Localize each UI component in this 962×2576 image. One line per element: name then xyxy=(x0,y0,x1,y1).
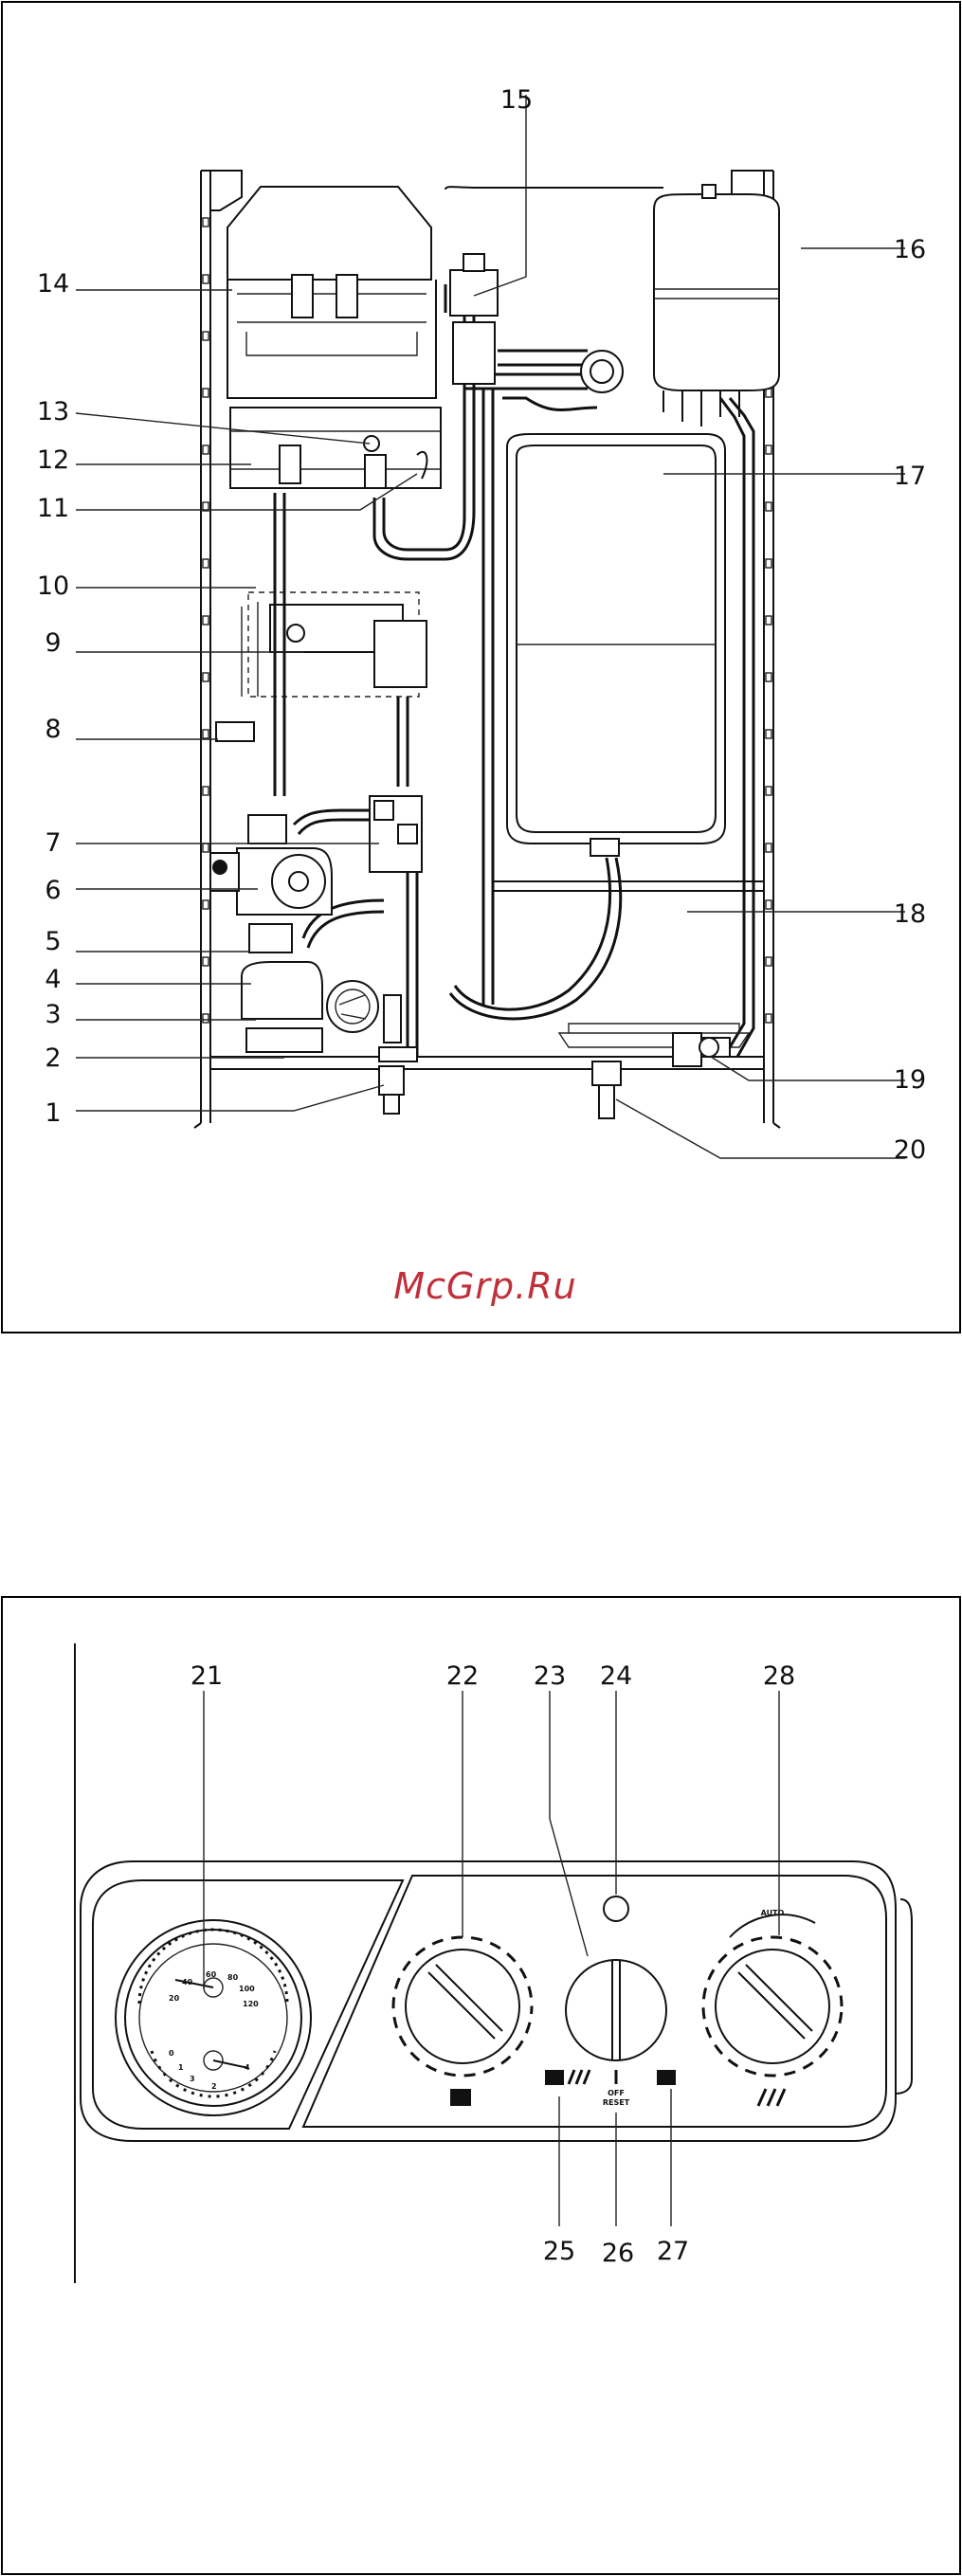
flue-hood xyxy=(227,187,436,398)
callout-4: 4 xyxy=(45,965,61,994)
boiler-internals-drawing: 1 2 3 4 5 6 7 8 9 10 11 12 13 14 15 16 1… xyxy=(0,0,962,1336)
watermark: McGrp.Ru xyxy=(393,1265,576,1307)
pressure-manifold xyxy=(242,924,417,1061)
callout-23: 23 xyxy=(534,1661,566,1691)
callout-12: 12 xyxy=(37,445,69,475)
pres-tick-2: 2 xyxy=(211,2082,217,2091)
reset-label: RESET xyxy=(603,2098,630,2107)
callout-20: 20 xyxy=(894,1135,926,1165)
callout-15: 15 xyxy=(500,85,533,115)
temp-tick-20: 20 xyxy=(169,1994,180,2003)
control-panel-drawing: 20 40 60 80 100 120 0 1 2 3 4 OFF RESET … xyxy=(0,1596,962,2572)
temp-tick-40: 40 xyxy=(182,1978,193,1986)
drain-valve xyxy=(673,1033,730,1066)
callout-24: 24 xyxy=(600,1661,632,1691)
temp-tick-120: 120 xyxy=(243,2000,259,2008)
circulation-pump xyxy=(210,796,422,915)
callout-8: 8 xyxy=(45,715,61,744)
summer-tap-icon xyxy=(545,2070,564,2085)
pres-tick-1: 1 xyxy=(178,2063,184,2072)
temp-tick-100: 100 xyxy=(239,1985,255,1993)
callout-3: 3 xyxy=(45,1000,61,1029)
callout-28: 28 xyxy=(763,1661,795,1691)
gas-inlet xyxy=(592,1061,621,1118)
callout-16: 16 xyxy=(894,235,926,264)
callout-17: 17 xyxy=(894,462,926,491)
callout-27: 27 xyxy=(657,2237,689,2266)
hydraulic-base xyxy=(493,881,764,1047)
dhw-only-tap-icon xyxy=(657,2070,676,2085)
auto-label: AUTO xyxy=(761,1909,785,1917)
expansion-tank xyxy=(507,434,725,856)
pres-tick-0: 0 xyxy=(169,2049,174,2058)
callout-5: 5 xyxy=(45,927,61,956)
callout-7: 7 xyxy=(45,828,61,858)
pres-tick-3: 3 xyxy=(190,2075,195,2083)
thermo-manometer: 20 40 60 80 100 120 0 1 2 3 4 xyxy=(116,1920,311,2115)
callout-1: 1 xyxy=(45,1098,61,1128)
boiler-callout-labels: 1 2 3 4 5 6 7 8 9 10 11 12 13 14 15 16 1… xyxy=(37,85,926,1165)
callout-14: 14 xyxy=(37,269,69,299)
callout-22: 22 xyxy=(446,1661,479,1691)
callout-19: 19 xyxy=(894,1065,926,1095)
temp-tick-80: 80 xyxy=(227,1973,239,1982)
callout-9: 9 xyxy=(45,628,61,658)
callout-18: 18 xyxy=(894,899,926,929)
callout-25: 25 xyxy=(543,2237,575,2266)
indicator-lamp xyxy=(604,1896,628,1921)
pres-tick-4: 4 xyxy=(245,2063,250,2072)
callout-2: 2 xyxy=(45,1043,61,1073)
heat-exchanger xyxy=(230,408,441,488)
bottom-connector xyxy=(379,1066,404,1114)
temp-tick-60: 60 xyxy=(206,1970,217,1979)
callout-11: 11 xyxy=(37,494,69,523)
callout-26: 26 xyxy=(602,2239,634,2268)
callout-6: 6 xyxy=(45,876,61,905)
callout-21: 21 xyxy=(191,1661,223,1691)
burner-assembly xyxy=(216,592,427,741)
off-label: OFF xyxy=(608,2089,625,2097)
tap-icon xyxy=(450,2089,471,2106)
callout-13: 13 xyxy=(37,397,69,426)
vessel-connector xyxy=(498,351,623,392)
callout-10: 10 xyxy=(37,571,69,601)
